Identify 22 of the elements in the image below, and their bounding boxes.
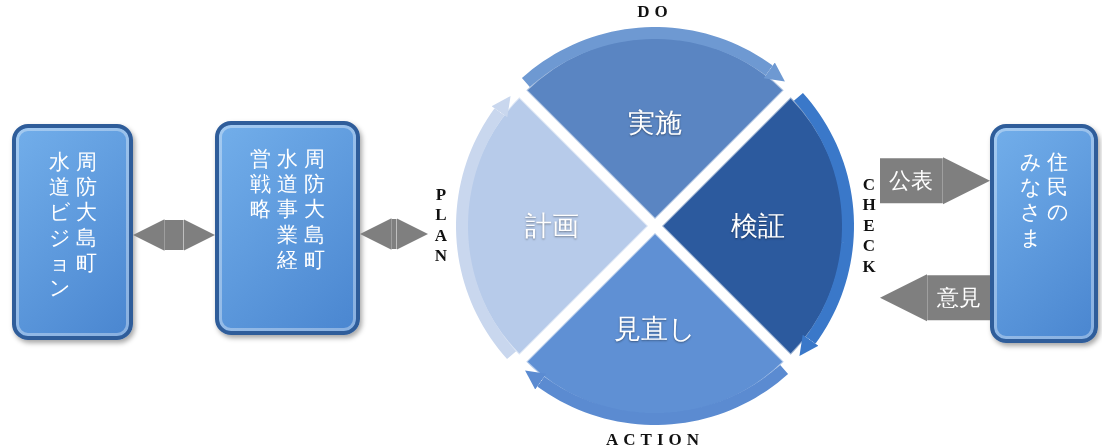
- block-arrow: [880, 274, 990, 322]
- block-arrow: [133, 219, 215, 251]
- block-arrow: [360, 218, 428, 250]
- rounded-box: [12, 124, 133, 340]
- quadrant-label: 検証: [731, 210, 785, 243]
- phase-label: ACTION: [606, 430, 704, 448]
- phase-label: DO: [637, 2, 673, 22]
- cycle-arrow: [525, 364, 789, 425]
- rounded-box: [990, 124, 1098, 343]
- cycle-arrow: [456, 96, 517, 360]
- vertical-label: 住民のみなさま: [1019, 150, 1070, 251]
- phase-label: CHECK: [861, 175, 877, 277]
- quadrant-label: 見直し: [614, 313, 696, 346]
- vertical-label: 周防大島町水道事業経営戦略: [249, 147, 326, 273]
- phase-label: PLAN: [433, 185, 449, 267]
- quadrant-label: 実施: [628, 107, 682, 140]
- vertical-label: 周防大島町水道ビジョン: [47, 150, 98, 302]
- cycle-arrow: [521, 27, 785, 88]
- block-arrow: [880, 157, 990, 205]
- rounded-box: [215, 121, 360, 335]
- quadrant-label: 計画: [525, 210, 579, 243]
- cycle-arrow: [793, 92, 854, 356]
